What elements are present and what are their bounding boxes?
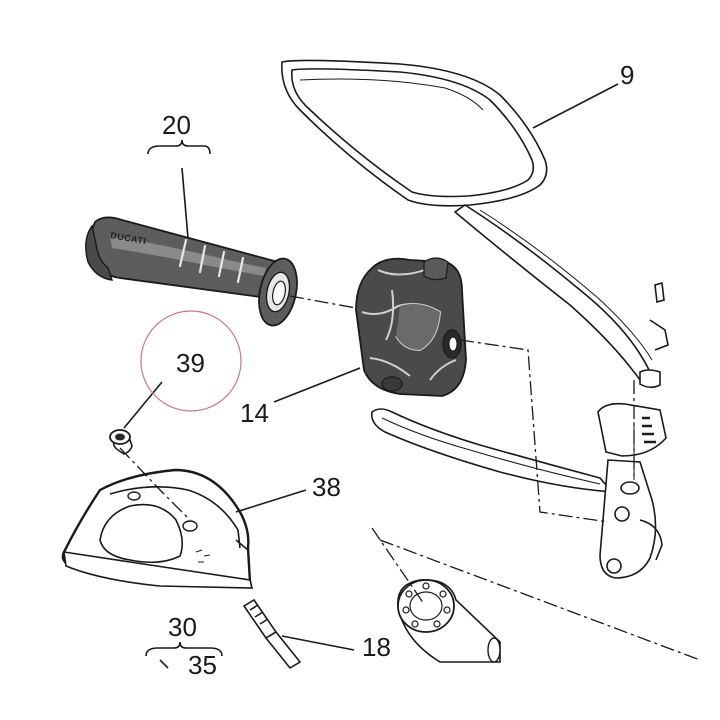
throttle-bolt-holes	[402, 582, 451, 628]
cylinder-bolt-top	[620, 481, 640, 495]
grip-end-cap	[85, 224, 114, 281]
leader-35-tick	[159, 659, 169, 669]
bracket-30	[145, 641, 223, 657]
mirror-housing	[281, 59, 548, 207]
screw	[109, 429, 133, 455]
leader-lines	[123, 83, 619, 669]
screw-socket	[115, 433, 125, 441]
switch-button	[381, 376, 403, 392]
label-part-38: 38	[312, 472, 341, 502]
label-part-35: 35	[188, 650, 217, 680]
cable-sheath	[264, 630, 302, 670]
throttle-face-inner	[409, 591, 443, 621]
leader-14	[273, 367, 361, 403]
label-part-30: 30	[168, 612, 197, 642]
reservoir-fins	[642, 416, 656, 444]
leader-9	[532, 83, 619, 129]
leader-39	[123, 381, 163, 429]
assembly-centerlines	[119, 295, 701, 661]
cover-side	[235, 539, 251, 581]
mirror-mount-base	[639, 369, 661, 389]
cylinder-bolt-mid	[614, 506, 630, 522]
mirror-rim	[290, 68, 535, 198]
part-labels: 9 20 39 14 38 30 18 35	[162, 60, 634, 680]
cable-ferrule	[242, 598, 278, 640]
switch-clamp-hole-inner	[448, 336, 458, 352]
cable-ferrule-rings	[249, 604, 269, 625]
leader-20	[181, 167, 189, 239]
switch-top-tab	[423, 257, 449, 281]
label-part-14: 14	[240, 398, 269, 428]
grip-ribs	[178, 238, 245, 284]
leader-18	[281, 635, 355, 651]
grip-highlight	[110, 236, 266, 276]
reservoir	[597, 402, 667, 457]
leader-38	[235, 489, 307, 513]
throttle-end	[487, 637, 501, 663]
cover-flap	[63, 551, 254, 589]
label-part-9: 9	[620, 60, 634, 90]
mirror-glass-edge	[299, 78, 484, 111]
cover-inner-rim	[109, 486, 241, 549]
brake-lever	[370, 408, 614, 493]
handlebar-grip: DUCATI	[85, 216, 298, 327]
cover-hole-right	[182, 520, 198, 532]
cover-texture	[195, 549, 211, 563]
mirror	[281, 59, 661, 389]
lever-edge	[381, 417, 601, 485]
label-part-39: 39	[176, 348, 205, 378]
cylinder-bolt-low	[606, 558, 622, 574]
cover-cutout	[99, 503, 184, 564]
cover	[61, 468, 254, 589]
right-edge-bracket	[649, 281, 669, 351]
label-part-20: 20	[162, 110, 191, 140]
cover-hole-top	[127, 491, 141, 501]
lever-blade	[370, 408, 614, 493]
mirror-stem	[453, 204, 651, 382]
master-cylinder	[597, 402, 667, 579]
throttle-cylinder	[397, 579, 501, 663]
mirror-stem-edge	[479, 209, 653, 361]
bracket-20	[147, 139, 211, 155]
switch-front-panel	[396, 304, 440, 350]
highlight-circle	[140, 310, 242, 412]
grip-bore-inner	[272, 280, 286, 306]
label-part-18: 18	[362, 632, 391, 662]
switch-housing	[355, 257, 467, 397]
cable-end	[242, 598, 302, 670]
